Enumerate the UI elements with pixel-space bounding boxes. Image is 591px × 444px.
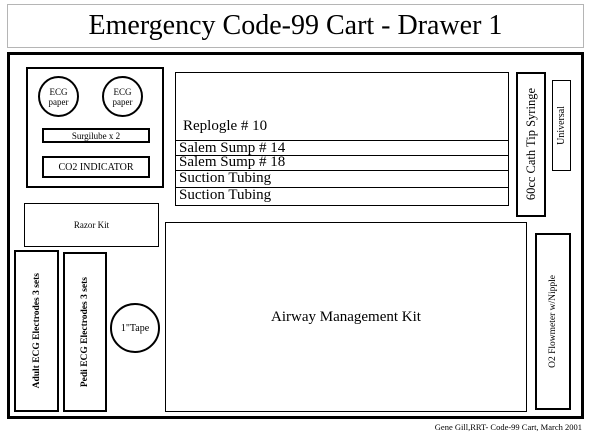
- replogle-label: Replogle # 10: [183, 118, 268, 134]
- adult-ecg-electrodes-label: Adult ECG Electrodes 3 sets: [31, 273, 42, 389]
- adult-ecg-electrodes-box: Adult ECG Electrodes 3 sets: [14, 250, 59, 412]
- surgilube-label: Surgilube x 2: [71, 130, 121, 141]
- pedi-ecg-electrodes-box: Pedi ECG Electrodes 3 sets: [63, 252, 107, 412]
- ecg-paper-roll-1: ECG paper: [38, 76, 79, 117]
- universal-label: Universal: [556, 106, 567, 145]
- tape-roll: 1"Tape: [110, 303, 160, 353]
- universal-box: Universal: [552, 80, 571, 171]
- tubing-divider-2: [176, 155, 508, 156]
- salem-sump-14-label: Salem Sump # 14: [179, 140, 286, 156]
- o2-flowmeter-box: O2 Flowmeter w/Nipple: [535, 233, 571, 410]
- ecg-paper-roll-2: ECG paper: [102, 76, 143, 117]
- tape-label: 1"Tape: [120, 322, 150, 334]
- tubing-divider-4: [176, 187, 508, 188]
- suction-tubing-label-2: Suction Tubing: [179, 187, 272, 203]
- cath-tip-syringe-box: 60cc Cath Tip Syringe: [516, 72, 546, 217]
- ecg-paper-label-2: ECG paper: [112, 86, 133, 107]
- ecg-paper-label-1: ECG paper: [48, 86, 69, 107]
- tubing-compartment: Replogle # 10 Salem Sump # 14 Salem Sump…: [175, 72, 509, 206]
- pedi-ecg-electrodes-label: Pedi ECG Electrodes 3 sets: [80, 276, 90, 388]
- razor-kit-box: Razor Kit: [24, 203, 159, 247]
- ecg-paper-compartment: [26, 67, 164, 188]
- diagram-title: Emergency Code-99 Cart - Drawer 1: [88, 10, 503, 41]
- co2-indicator-box: CO2 INDICATOR: [42, 156, 150, 178]
- cath-tip-syringe-label: 60cc Cath Tip Syringe: [523, 88, 538, 201]
- title-bar: Emergency Code-99 Cart - Drawer 1: [7, 4, 584, 48]
- razor-kit-label: Razor Kit: [73, 220, 110, 230]
- surgilube-box: Surgilube x 2: [42, 128, 150, 143]
- salem-sump-18-label: Salem Sump # 18: [179, 154, 286, 170]
- co2-indicator-label: CO2 INDICATOR: [58, 161, 134, 173]
- footer-credit: Gene Gill,RRT- Code-99 Cart, March 2001: [434, 422, 582, 432]
- tubing-divider-1: [176, 140, 508, 141]
- airway-management-kit-label: Airway Management Kit: [271, 308, 421, 325]
- airway-management-kit-box: Airway Management Kit: [165, 222, 527, 412]
- suction-tubing-label-1: Suction Tubing: [179, 170, 272, 186]
- o2-flowmeter-label: O2 Flowmeter w/Nipple: [548, 275, 558, 368]
- tubing-divider-3: [176, 170, 508, 171]
